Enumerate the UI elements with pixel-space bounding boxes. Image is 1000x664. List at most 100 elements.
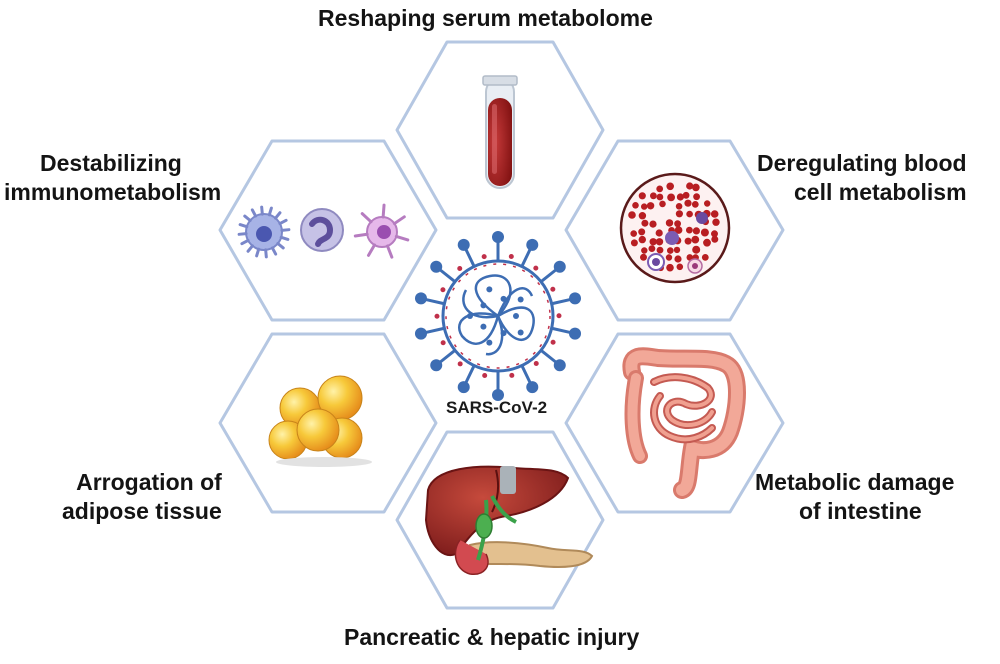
red-blood-cell (667, 247, 674, 254)
virus-rna-node (500, 295, 507, 302)
virus-rna-node (486, 339, 493, 346)
topic-label-adipose: Arrogation of adipose tissue (62, 468, 222, 526)
fat-cells-icon (268, 375, 372, 467)
virus-rna-node (513, 313, 519, 319)
virus-envelope-protein (440, 340, 446, 346)
red-blood-cell (638, 228, 646, 236)
red-blood-cell (712, 218, 720, 226)
virus-rna-node (517, 329, 524, 336)
dendritic-cell-purple-icon (366, 216, 398, 248)
cell-protrusion (385, 244, 394, 259)
red-blood-cell (665, 219, 674, 227)
virus-spike-head (457, 238, 470, 251)
virus-spike-stem (551, 326, 572, 335)
virus-spike-stem (438, 268, 456, 283)
cell-protrusion (392, 215, 406, 226)
red-blood-cell (648, 245, 656, 253)
red-blood-cell (650, 192, 657, 200)
red-blood-cell (640, 253, 647, 261)
topic-label-line: Metabolic damage (755, 469, 955, 495)
red-blood-cell (710, 210, 719, 218)
cell-protrusion (243, 214, 252, 223)
cell-protrusion (280, 228, 291, 232)
red-blood-cell (655, 229, 663, 237)
topic-label-line: Deregulating blood (757, 150, 967, 176)
virus-spike-stem (464, 364, 476, 385)
red-blood-cell (632, 202, 639, 209)
cell-protrusion (240, 238, 250, 246)
virus-rna-node (500, 330, 507, 337)
red-blood-cell (674, 226, 683, 234)
red-blood-cell (686, 226, 693, 234)
hexagon-adipose (218, 332, 438, 514)
red-blood-cell (674, 220, 681, 228)
topic-label-blood-cells: Deregulating blood cell metabolism (757, 149, 967, 207)
topic-label-immune: Destabilizing immunometabolism (4, 149, 221, 207)
virus-spike-stem (464, 247, 476, 268)
virus-spike-stem (438, 349, 456, 364)
cell-protrusion (381, 203, 386, 219)
virus-envelope-protein (481, 254, 487, 260)
virus-rna-node (467, 313, 473, 319)
red-blood-cell (711, 235, 719, 243)
cell-protrusion (276, 241, 285, 250)
red-blood-cell (641, 247, 648, 254)
red-blood-cell (630, 230, 637, 237)
red-blood-cell (686, 254, 694, 261)
red-blood-cell (638, 212, 647, 220)
red-blood-cell (675, 203, 683, 210)
hexagon-pancreas-liver (395, 430, 605, 610)
topic-label-line: Reshaping serum metabolome (318, 5, 653, 31)
virus-spike-stem (520, 364, 532, 385)
virus-spike-head (492, 231, 504, 243)
cell-protrusion (250, 208, 258, 218)
virus-envelope-protein (457, 265, 463, 271)
virus-spike-head (553, 260, 566, 273)
virus-spike-stem (520, 247, 532, 268)
virus-spike-head (414, 292, 427, 305)
virus-icon (414, 231, 582, 401)
red-blood-cell (704, 200, 711, 207)
virus-spike-head (492, 389, 504, 401)
red-blood-cell (692, 183, 700, 192)
cell-protrusion (260, 205, 264, 216)
cell-protrusion (238, 223, 249, 229)
topic-label-line: immunometabolism (4, 179, 222, 205)
red-blood-cell (665, 254, 673, 261)
red-blood-cell (701, 254, 709, 261)
red-blood-cell (673, 246, 681, 254)
virus-rna-node (480, 323, 487, 330)
cell-protrusion (366, 243, 376, 257)
virus-envelope-protein (434, 313, 440, 319)
intestine-icon (622, 347, 746, 499)
red-blood-cell (656, 185, 664, 193)
topic-label-intestine: Metabolic damage of intestine (755, 468, 954, 526)
virus-envelope-protein (556, 313, 562, 319)
red-blood-cell (638, 192, 646, 200)
red-blood-cell (691, 235, 700, 244)
virus-label: SARS-CoV-2 (446, 398, 548, 417)
red-blood-cell (691, 201, 699, 208)
virus-spike-head (457, 381, 470, 394)
red-blood-cell (711, 230, 718, 238)
virus-spike-stem (424, 326, 445, 335)
red-blood-cell (649, 220, 657, 228)
blood-smear-icon (619, 172, 731, 284)
cell-protrusion (360, 212, 373, 224)
neutrophil-icon (300, 208, 344, 252)
cell-protrusion (273, 211, 282, 220)
red-blood-cell (630, 239, 638, 247)
red-blood-cell (692, 227, 701, 235)
virus-spike-head (553, 359, 566, 372)
hexagon-serum (395, 40, 605, 220)
red-blood-cell (674, 255, 682, 263)
virus-spike-stem (551, 297, 572, 306)
virus-envelope-protein (550, 339, 556, 345)
topic-label-serum: Reshaping serum metabolome (318, 4, 653, 33)
red-blood-cell (646, 202, 655, 210)
virus-envelope-protein (457, 361, 463, 367)
topic-label-line: Arrogation of (76, 469, 222, 495)
red-blood-cell (649, 238, 657, 246)
red-blood-cell (692, 245, 701, 254)
